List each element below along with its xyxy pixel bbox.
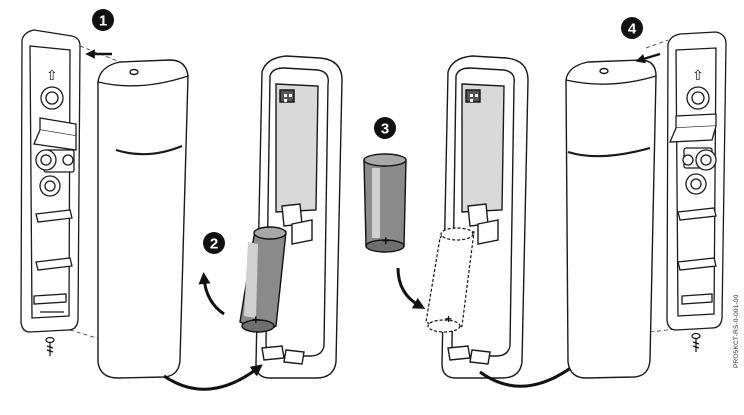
reference-code: PRO5KCT-RS-0-001-00 [733,294,740,368]
battery-polarity-3: + [382,233,390,248]
transition-arrow-2 [479,360,581,388]
step-number-4: 4 [628,21,637,38]
screw-right-icon [691,332,701,352]
step-badge-1 [92,9,114,31]
remove-arrow-2 [198,272,225,316]
step-1-group: ⇧ [20,29,189,379]
step-number-3: 3 [381,121,389,138]
step-3-group: 3 + + [363,55,581,388]
transition-arrow-1 [163,364,263,391]
up-arrow-right: ⇧ [692,68,704,84]
back-plate-left [20,29,81,333]
slide-arrow-4 [635,52,661,64]
step-2-group: + 2 [163,55,343,391]
screw-left-icon [45,336,55,356]
battery-placement-outline [425,227,475,333]
step-badge-3 [374,117,396,139]
insert-arrow-3 [396,267,426,309]
open-housing-2 [255,55,343,379]
back-plate-right [666,31,727,331]
battery-new [363,153,407,253]
step-number-1: 1 [99,13,107,30]
step-badge-4 [621,17,643,39]
step-4-group: 4 [565,17,727,379]
up-arrow-left: ⇧ [46,68,58,84]
cover-left [97,59,189,379]
cover-right [565,59,657,379]
battery-polarity-2: + [252,312,260,327]
battery-polarity-outline: + [445,312,452,326]
battery-old [239,226,287,333]
step-badge-2 [203,232,225,254]
step-number-2: 2 [210,236,218,253]
